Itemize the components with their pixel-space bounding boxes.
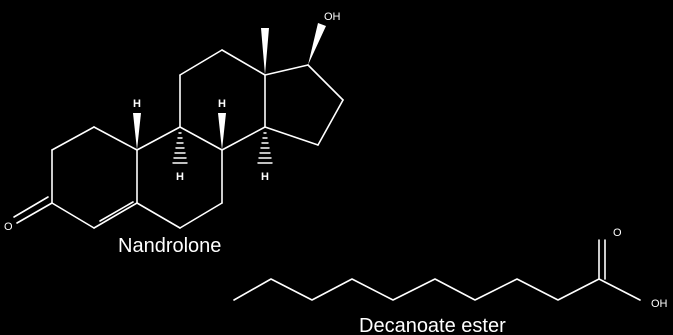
ring-b xyxy=(136,126,223,229)
nandrolone-caption: Nandrolone xyxy=(118,235,221,257)
c13-methyl-wedge xyxy=(261,28,269,75)
c9-h-hash xyxy=(172,132,188,164)
oh-label: OH xyxy=(324,11,341,23)
nandrolone-structure: OH H H H H O xyxy=(4,11,344,257)
h-c9-label: H xyxy=(176,171,184,183)
ketone-o-label: O xyxy=(4,221,13,233)
c14-h-hash xyxy=(257,132,273,164)
ring-a xyxy=(13,126,138,229)
decanoate-chain xyxy=(233,278,641,301)
h-c14-label: H xyxy=(261,171,269,183)
acid-oh-label: OH xyxy=(651,298,668,310)
acid-o-label: O xyxy=(613,227,622,239)
ring-d xyxy=(264,64,344,146)
ring-c xyxy=(179,49,266,151)
h-c10-label: H xyxy=(133,98,141,110)
h-c8-label: H xyxy=(218,98,226,110)
decanoate-caption: Decanoate ester xyxy=(359,315,506,335)
c17-oh-wedge xyxy=(308,23,326,65)
c8-h-wedge xyxy=(218,113,226,150)
c10-h-wedge xyxy=(133,113,141,150)
decanoate-structure: O OH Decanoate ester xyxy=(233,227,668,335)
